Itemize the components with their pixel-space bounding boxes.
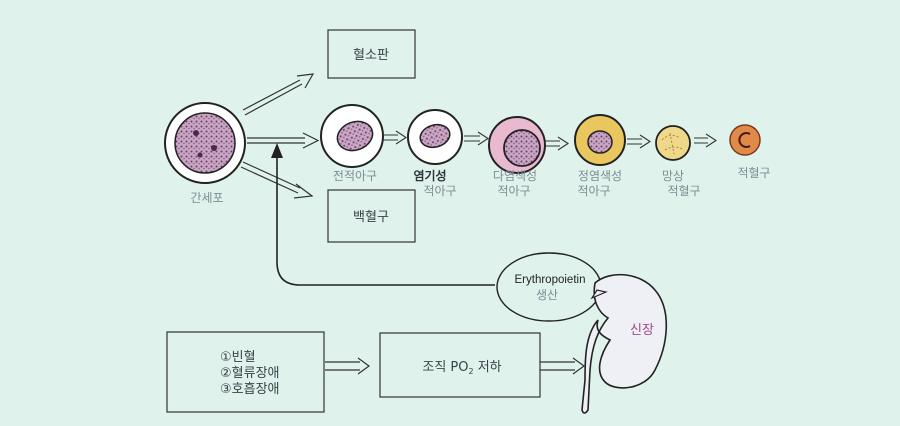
kidney-label: 신장 [630, 323, 654, 338]
stage-label-4b: 적아구 [577, 184, 610, 198]
arrow-to-leukocyte [240, 161, 314, 199]
stage-label-5b: 적혈구 [667, 184, 700, 198]
platelet-label: 혈소판 [353, 48, 389, 63]
branch-arrows [240, 73, 320, 199]
stage-label-4a: 정염색성 [578, 169, 622, 183]
stage-arrows [383, 130, 718, 151]
stem-cell-label: 간세포 [190, 191, 223, 205]
leukocyte-box [327, 189, 416, 243]
epo-label: Erythropoietin [515, 274, 586, 286]
hypoxia-label: 조직 PO2 저하 [422, 360, 501, 376]
stem-cell [164, 102, 246, 184]
cell-orthochromatic-erythroblast [574, 114, 626, 166]
arrow-to-platelet [242, 73, 315, 116]
stage-label-1: 전적아구 [333, 169, 377, 183]
stage-label-5a: 망상 [662, 169, 684, 183]
stage-label-2a: 염기성 [413, 168, 446, 183]
causes-box [166, 331, 325, 413]
arrow-hypoxia-to-kidney [540, 357, 586, 375]
stage-label-3a: 다염색성 [493, 169, 537, 183]
leukocyte-label: 백혈구 [353, 210, 389, 225]
cell-proerythroblast [320, 104, 384, 168]
cause-circulation-disorder: ②혈류장애 [220, 366, 280, 381]
cell-reticulocyte [655, 125, 691, 161]
stage-label-3b: 적아구 [497, 184, 530, 198]
feedback-arrowhead [271, 143, 283, 158]
epo-ellipse [496, 252, 602, 322]
cell-erythrocyte [729, 124, 761, 156]
platelet-box [327, 29, 416, 79]
cell-basophilic-erythroblast [407, 109, 463, 165]
cause-respiratory-disorder: ③호흡장애 [220, 382, 280, 397]
cause-anemia: ①빈혈 [220, 350, 256, 365]
feedback-arrow [276, 155, 495, 286]
stage-label-6: 적혈구 [737, 166, 770, 180]
arrow-causes-to-hypoxia [325, 357, 371, 375]
kidney [581, 273, 668, 414]
cell-polychromatic-erythroblast [488, 116, 546, 174]
arrow-to-erythroid [247, 132, 320, 149]
epo-production-label: 생산 [536, 288, 558, 302]
stage-label-2b: 적아구 [423, 184, 456, 198]
hypoxia-box [379, 332, 541, 398]
